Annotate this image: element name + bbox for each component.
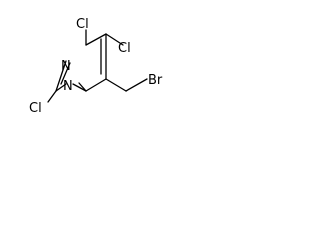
bond-n-top-to-c6 [85, 33, 107, 46]
bond-c4-to-ch2 [105, 78, 127, 92]
bond-ch2-to-br [125, 78, 148, 92]
atom-cl-right: Cl [118, 41, 131, 56]
atom-n-bottom: N [63, 79, 73, 94]
bond-c2-to-n-top [55, 60, 67, 92]
bond-c2-to-cl-left [47, 90, 57, 103]
atom-cl-left: Cl [29, 101, 42, 116]
atom-n-top: N [61, 59, 71, 74]
bond-c5-to-c4 [85, 78, 107, 92]
bond-c4-to-n-bottom [72, 83, 87, 92]
chemical-structure: N N Cl Cl Cl Br [29, 17, 163, 116]
double-bond-c4-n-bottom-inner [78, 82, 87, 92]
bond-n-bottom-to-c2 [55, 83, 67, 92]
double-bond-c2-n-top-inner [60, 62, 71, 85]
atom-br: Br [148, 73, 163, 88]
bond-c5-to-cl-right [105, 33, 124, 46]
atom-cl-top: Cl [76, 17, 89, 32]
structure-canvas: N N Cl Cl Cl Br [0, 0, 200, 137]
